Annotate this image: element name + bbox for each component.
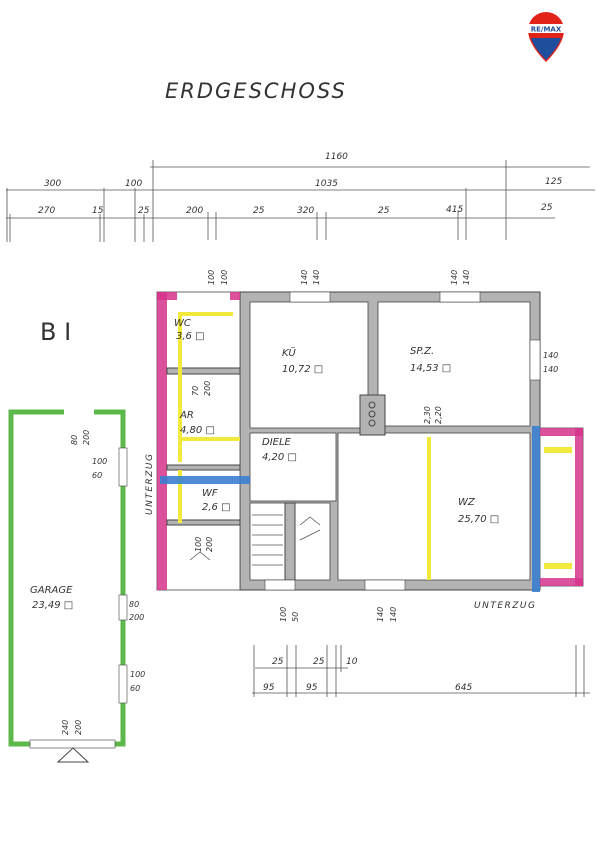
dim-label: 2,30 [423,406,432,424]
room-area: 4,20 □ [262,452,297,463]
dim-label: 2,20 [434,406,443,424]
section-marker: B I [40,318,71,346]
dim-label: 15 [92,206,104,216]
room-labels: WC 3,6 □ KÜ 10,72 □ SP.Z. 14,53 □ AR 4,8… [30,318,499,611]
dim-label: 25 [541,203,553,213]
dim-label: 645 [455,683,472,693]
room-area: 3,6 □ [176,331,205,342]
dim-label: 200 [82,430,91,445]
dim-label: 25 [378,206,390,216]
room-name: WF [202,488,218,499]
bottom-dimensions: 25 25 10 95 95 645 [252,645,590,697]
dim-label: 95 [263,683,275,693]
dim-label: 200 [74,720,83,735]
dim-label: 60 [130,684,140,693]
dim-label: 140 [543,365,558,374]
room-name: SP.Z. [410,346,434,357]
yellow-markings [178,312,572,580]
dim-label: 270 [38,206,55,216]
dim-label: 300 [44,179,61,189]
dim-label: 415 [446,205,463,215]
dim-label: 80 [70,435,79,445]
dim-label: 200 [186,206,203,216]
opening-annotations: 100 100 140 140 140 140 140 140 70 200 2… [61,270,558,735]
dim-label: 125 [545,177,562,187]
dim-label: 80 [129,600,139,609]
room-area: 4,80 □ [180,425,215,436]
room-area: 23,49 □ [32,600,73,611]
dim-label: 25 [138,206,150,216]
dim-label: 95 [306,683,318,693]
dim-label: 200 [129,613,144,622]
dim-label: 140 [312,270,321,285]
room-name: GARAGE [30,585,73,596]
dim-label: 100 [92,457,107,466]
room-area: 2,6 □ [202,502,231,513]
dim-label: 140 [462,270,471,285]
room-name: WC [174,318,191,329]
house-walls [156,291,584,592]
dim-label: 140 [300,270,309,285]
dim-label: 10 [346,657,358,667]
dim-total: 1160 [325,152,348,162]
room-name: WZ [458,497,476,508]
dim-label: 140 [450,270,459,285]
top-dimensions: 1160 300 100 1035 125 270 15 25 200 25 3… [6,152,595,242]
dim-label: 100 [194,537,203,552]
dim-label: 100 [130,670,145,679]
dim-label: 140 [376,607,385,622]
garage [8,408,128,763]
dim-label: 100 [220,270,229,285]
dim-label: 25 [272,657,284,667]
dim-label: 50 [291,612,300,622]
dim-label: 200 [203,381,212,396]
room-name: DIELE [262,437,292,448]
dim-label: 25 [313,657,325,667]
plan-title: ERDGESCHOSS [165,79,347,103]
dim-label: 25 [253,206,265,216]
blue-markings [160,426,540,592]
dim-label: 140 [389,607,398,622]
room-name: AR [179,410,194,421]
remax-logo: RE/MAX [526,12,566,62]
unterzug-bottom-label: UNTERZUG [474,601,536,611]
dim-label: 100 [207,270,216,285]
room-area: 14,53 □ [410,363,451,374]
dim-label: 200 [205,537,214,552]
room-area: 10,72 □ [282,364,323,375]
dim-label: 70 [191,386,200,396]
unterzug-left-label: UNTERZUG [145,453,155,515]
dim-label: 1035 [315,179,338,189]
dim-label: 140 [543,351,558,360]
room-area: 25,70 □ [458,514,499,525]
dim-label: 100 [125,179,142,189]
dim-label: 320 [297,206,314,216]
dim-label: 60 [92,471,102,480]
room-name: KÜ [282,346,296,359]
logo-text: RE/MAX [531,26,562,34]
dim-label: 100 [279,607,288,622]
dim-label: 240 [61,720,70,735]
